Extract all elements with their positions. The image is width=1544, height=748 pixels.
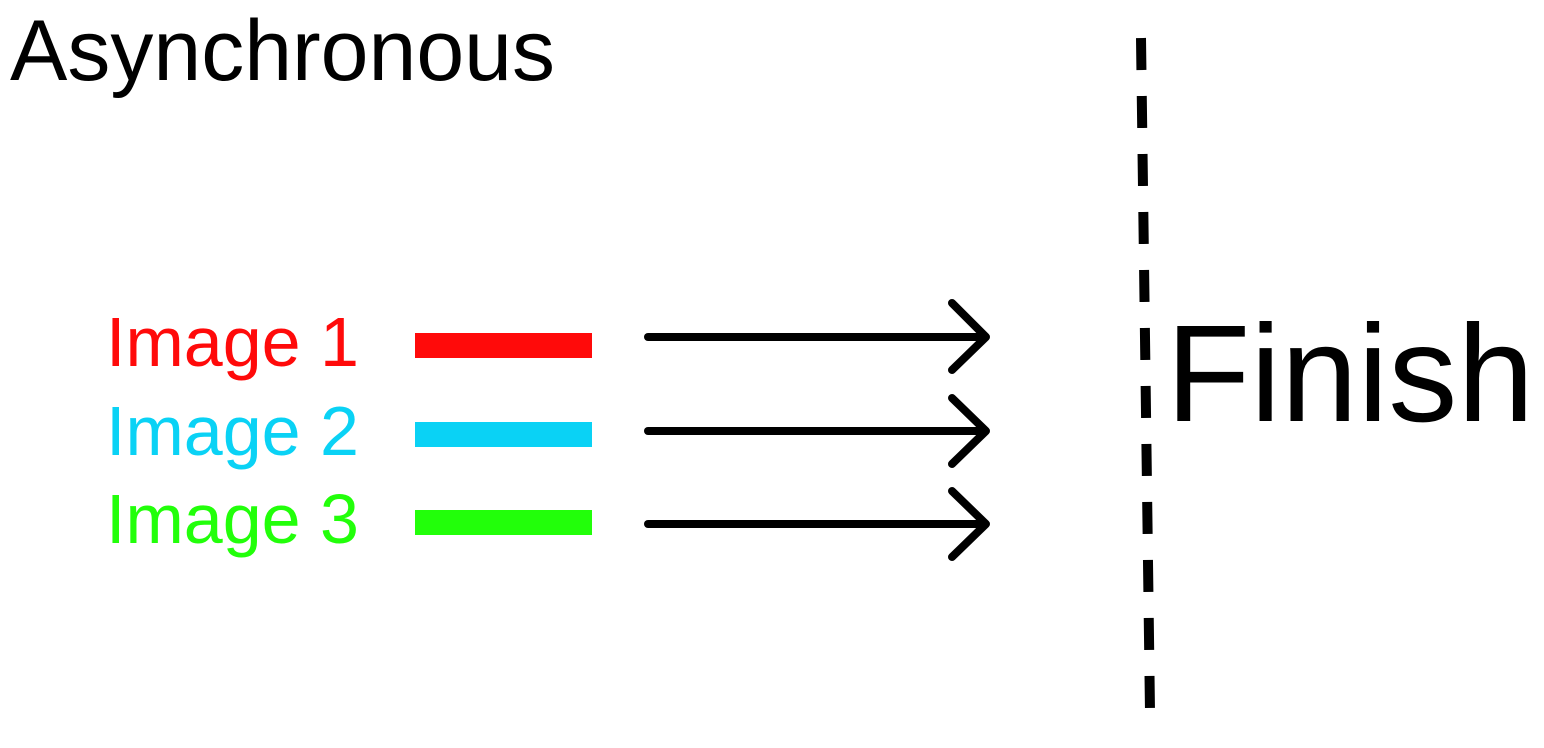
arrow-image-2: [644, 394, 990, 468]
arrow-head: [948, 299, 990, 374]
task-label-image-3: Image 3: [106, 480, 359, 558]
task-label-image-2: Image 2: [106, 392, 359, 470]
arrow-image-3: [644, 487, 990, 561]
task-bar-image-3: [415, 510, 592, 535]
arrow-head: [948, 487, 990, 561]
diagram-title: Asynchronous: [10, 3, 555, 99]
finish-label: Finish: [1166, 297, 1535, 451]
task-bar-image-1: [415, 333, 592, 358]
finish-line: [1136, 37, 1155, 713]
arrow-head: [948, 394, 990, 468]
task-label-image-1: Image 1: [106, 303, 359, 381]
task-bar-image-2: [415, 422, 592, 447]
arrow-image-1: [644, 299, 990, 374]
